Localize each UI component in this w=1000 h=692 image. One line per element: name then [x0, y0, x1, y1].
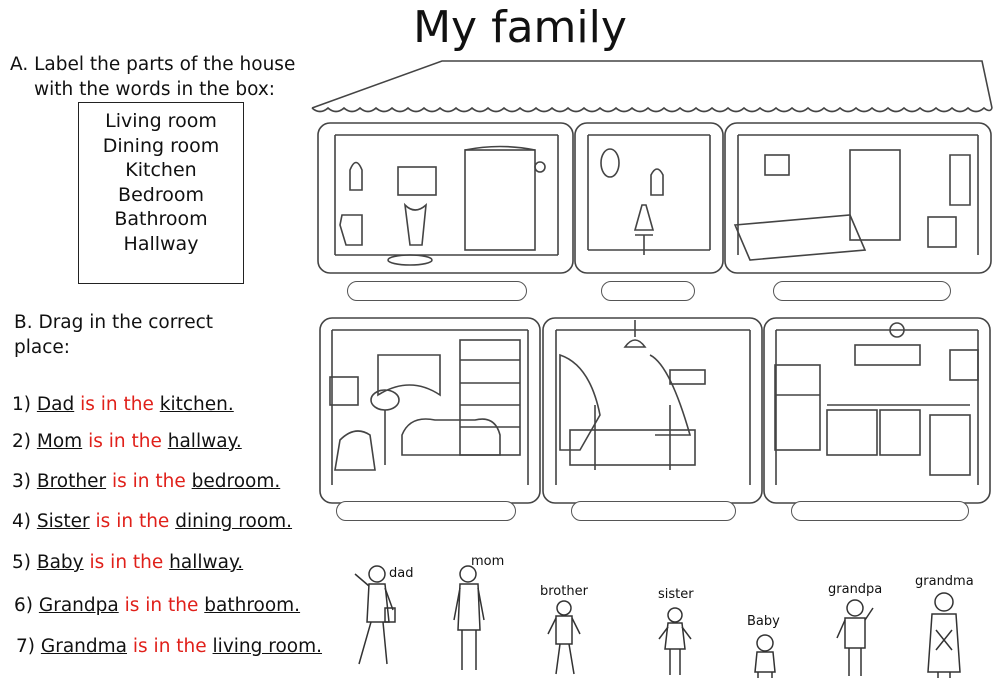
sentence-number: 3) — [12, 471, 31, 492]
dad-label: dad — [389, 566, 414, 581]
dad-figure[interactable] — [345, 560, 405, 672]
sentence-5: 5) Baby is in the hallway. — [12, 552, 243, 573]
sentence-room[interactable]: bathroom. — [204, 595, 301, 616]
sentence-person[interactable]: Brother — [36, 471, 107, 492]
room-bathroom — [317, 122, 574, 274]
label-slot-dining-room[interactable] — [571, 501, 736, 521]
sentence-number: 4) — [12, 511, 31, 532]
word-box: Living room Dining room Kitchen Bedroom … — [78, 102, 244, 284]
label-slot-living-room[interactable] — [336, 501, 516, 521]
sentence-person[interactable]: Dad — [36, 394, 75, 415]
sentence-person[interactable]: Grandma — [40, 636, 127, 657]
label-slot-kitchen[interactable] — [791, 501, 969, 521]
word-bedroom: Bedroom — [118, 183, 204, 206]
word-bathroom: Bathroom — [114, 208, 208, 230]
word-dining-room: Dining room — [102, 134, 220, 157]
sentence-person[interactable]: Mom — [36, 431, 83, 452]
brother-figure[interactable] — [542, 598, 586, 680]
sentence-connector: is in the — [80, 394, 154, 415]
mom-label: mom — [471, 554, 505, 569]
word-living-room: Living room — [105, 110, 217, 132]
room-hallway-upper — [574, 122, 724, 274]
instruction-a-line1: A. Label the parts of the house — [10, 54, 296, 75]
sentence-connector: is in the — [95, 511, 170, 532]
sentence-3: 3) Brother is in the bedroom. — [12, 471, 280, 492]
sentence-connector: is in the — [111, 471, 186, 492]
label-slot-hallway-upper[interactable] — [601, 281, 695, 301]
sentence-4: 4) Sister is in the dining room. — [12, 511, 292, 532]
instruction-b: B. Drag in the correct place: — [14, 312, 214, 358]
sentence-connector: is in the — [132, 636, 207, 657]
sentence-room[interactable]: living room. — [212, 636, 323, 657]
grandma-figure[interactable] — [922, 590, 966, 682]
label-slot-bedroom[interactable] — [773, 281, 951, 301]
sister-figure[interactable] — [655, 605, 695, 680]
sentence-2: 2) Mom is in the hallway. — [12, 431, 242, 452]
sentence-number: 7) — [16, 636, 35, 657]
sentence-room[interactable]: hallway. — [169, 552, 244, 573]
sentence-6: 6) Grandpa is in the bathroom. — [14, 595, 300, 616]
sentence-room[interactable]: kitchen. — [159, 394, 234, 415]
mom-figure[interactable] — [450, 560, 490, 675]
grandma-label: grandma — [915, 574, 974, 589]
sentence-number: 1) — [12, 394, 31, 415]
instruction-a: A. Label the parts of the house with the… — [10, 52, 315, 102]
brother-label: brother — [540, 584, 588, 599]
sentence-room[interactable]: bedroom. — [191, 471, 281, 492]
sentence-person[interactable]: Grandpa — [38, 595, 119, 616]
baby-label: Baby — [747, 614, 780, 629]
room-living-room — [319, 317, 541, 504]
sentence-person[interactable]: Sister — [36, 511, 90, 532]
word-kitchen: Kitchen — [125, 159, 197, 181]
sentence-connector: is in the — [88, 431, 162, 452]
page-title: My family — [413, 2, 627, 53]
sentence-person[interactable]: Baby — [36, 552, 84, 573]
house-illustration — [311, 60, 993, 504]
sentence-room[interactable]: hallway. — [167, 431, 242, 452]
roof — [311, 60, 993, 109]
sentence-connector: is in the — [124, 595, 199, 616]
sentence-number: 5) — [12, 552, 31, 573]
sentence-1: 1) Dad is in the kitchen. — [12, 394, 234, 415]
label-slot-bathroom[interactable] — [347, 281, 527, 301]
grandpa-label: grandpa — [828, 582, 883, 597]
grandpa-figure[interactable] — [833, 598, 877, 680]
sentence-number: 6) — [14, 595, 33, 616]
sentence-7: 7) Grandma is in the living room. — [16, 636, 322, 657]
word-hallway: Hallway — [123, 232, 199, 255]
sentence-number: 2) — [12, 431, 31, 452]
baby-figure[interactable] — [750, 632, 780, 680]
sentence-room[interactable]: dining room. — [175, 511, 293, 532]
room-dining-room — [542, 317, 763, 504]
sister-label: sister — [658, 587, 694, 602]
instruction-a-line2: with the words in the box: — [34, 79, 276, 100]
sentence-connector: is in the — [89, 552, 164, 573]
room-bedroom — [724, 122, 992, 274]
